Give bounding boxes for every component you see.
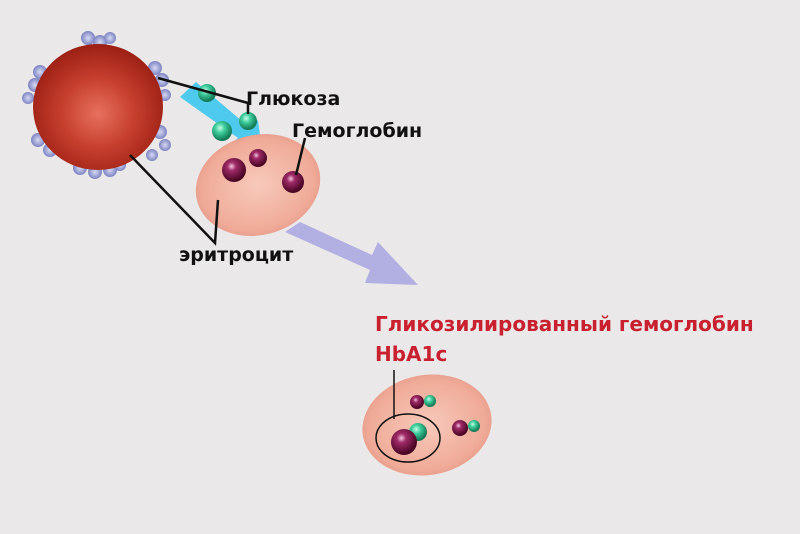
glucose-label: Глюкоза [246, 88, 341, 110]
purple-arrow [285, 222, 418, 285]
glucose-molecule [424, 395, 436, 407]
red-blood-cell [33, 44, 163, 170]
hemoglobin-molecule [222, 158, 246, 182]
glucose-molecule [212, 121, 232, 141]
hemoglobin-molecule [249, 149, 267, 167]
hemoglobin-molecule [410, 395, 424, 409]
erythrocyte-label: эритроцит [179, 244, 294, 266]
glucose-molecule [239, 112, 257, 130]
leader-lines [129, 76, 307, 246]
hemoglobin-molecule [282, 171, 304, 193]
glucose-molecule [468, 420, 480, 432]
glycated-hemoglobin-title: Гликозилированный гемоглобин [375, 312, 754, 336]
blue-arrow [180, 82, 262, 152]
hba1c-highlight-circle [375, 413, 441, 463]
hemoglobin-molecule [452, 420, 468, 436]
erythrocyte-cell [195, 134, 321, 236]
hba1c-molecule [391, 429, 417, 455]
hba1c-label: HbA1c [375, 342, 448, 366]
hemoglobin-label: Гемоглобин [292, 120, 423, 142]
glucose-molecule [198, 84, 216, 102]
